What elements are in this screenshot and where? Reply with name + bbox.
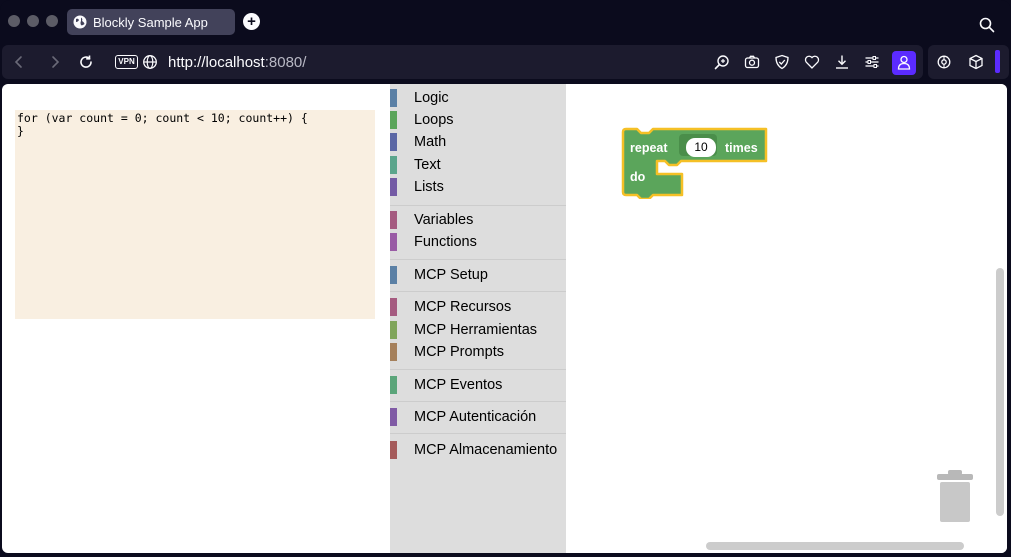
category-color-bar xyxy=(390,298,397,316)
shield-icon[interactable] xyxy=(774,54,790,70)
category-label: Lists xyxy=(414,179,444,195)
category-color-bar xyxy=(390,321,397,339)
vpn-button[interactable]: VPN xyxy=(115,55,138,69)
back-icon[interactable] xyxy=(11,54,27,70)
toolbox-category-mcp-setup[interactable]: MCP Setup xyxy=(390,264,566,286)
category-color-bar xyxy=(390,343,397,361)
toolbox-category-mcp-prompts[interactable]: MCP Prompts xyxy=(390,341,566,363)
toolbox-separator xyxy=(390,291,566,292)
url-host: http://localhost xyxy=(168,54,265,71)
toolbox-separator xyxy=(390,401,566,402)
generated-code: for (var count = 0; count < 10; count++)… xyxy=(17,111,308,138)
zoom-window-button[interactable] xyxy=(46,15,58,27)
category-color-bar xyxy=(390,408,397,426)
category-label: Logic xyxy=(414,90,449,106)
category-label: MCP Almacenamiento xyxy=(414,442,558,458)
blockly-workspace[interactable]: repeat 10 times do xyxy=(566,84,1007,553)
category-color-bar xyxy=(390,441,397,459)
repeat-label: repeat xyxy=(630,141,668,155)
category-color-bar xyxy=(390,211,397,229)
toolbox-category-mcp-eventos[interactable]: MCP Eventos xyxy=(390,374,566,396)
toolbox-separator xyxy=(390,259,566,260)
category-label: Loops xyxy=(414,112,454,128)
trash-icon[interactable] xyxy=(936,470,974,524)
extension-cube-icon[interactable] xyxy=(968,54,984,70)
blockly-toolbox: Logic Loops Math Text Lists Variables xyxy=(390,84,566,553)
toolbox-category-mcp-almacenamiento[interactable]: MCP Almacenamiento xyxy=(390,439,566,461)
toolbox-category-mcp-herramientas[interactable]: MCP Herramientas xyxy=(390,319,566,341)
screenshot-camera-icon[interactable] xyxy=(744,54,760,70)
toolbox-separator xyxy=(390,369,566,370)
reload-icon[interactable] xyxy=(78,54,94,70)
category-label: MCP Recursos xyxy=(414,299,512,315)
do-label: do xyxy=(630,170,646,184)
download-icon[interactable] xyxy=(834,54,850,70)
toolbox-category-mcp-autenticacion[interactable]: MCP Autenticación xyxy=(390,406,566,428)
category-label: MCP Prompts xyxy=(414,344,504,360)
toolbox-category-math[interactable]: Math xyxy=(390,131,566,153)
toolbox-category-variables[interactable]: Variables xyxy=(390,209,566,231)
repeat-count-field[interactable]: 10 xyxy=(686,138,716,157)
toolbox-category-logic[interactable]: Logic xyxy=(390,87,566,109)
search-icon[interactable] xyxy=(979,17,995,33)
category-color-bar xyxy=(390,133,397,151)
zoom-icon[interactable] xyxy=(714,54,730,70)
globe-icon xyxy=(73,15,87,29)
toolbox-category-text[interactable]: Text xyxy=(390,154,566,176)
heart-icon[interactable] xyxy=(804,54,820,70)
toolbox-category-loops[interactable]: Loops xyxy=(390,109,566,131)
toolbox-category-lists[interactable]: Lists xyxy=(390,176,566,198)
toolbox-separator xyxy=(390,433,566,434)
category-label: Text xyxy=(414,157,441,173)
category-color-bar xyxy=(390,233,397,251)
url-field[interactable]: http://localhost:8080/ xyxy=(168,54,306,71)
category-label: MCP Setup xyxy=(414,267,488,283)
tab-strip: Blockly Sample App + xyxy=(0,0,1011,44)
toolbar: VPN http://localhost:8080/ xyxy=(2,45,923,79)
category-color-bar xyxy=(390,376,397,394)
category-color-bar xyxy=(390,156,397,174)
user-icon xyxy=(897,55,911,70)
toolbox-category-mcp-recursos[interactable]: MCP Recursos xyxy=(390,296,566,318)
horizontal-scrollbar[interactable] xyxy=(706,542,964,550)
ai-assistant-icon[interactable] xyxy=(936,54,952,70)
minimize-window-button[interactable] xyxy=(27,15,39,27)
forward-icon[interactable] xyxy=(47,54,63,70)
site-info-globe-icon[interactable] xyxy=(142,54,158,70)
tab-title: Blockly Sample App xyxy=(93,14,208,30)
new-tab-button[interactable]: + xyxy=(243,13,260,30)
tab-blockly-sample-app[interactable]: Blockly Sample App xyxy=(67,9,235,35)
times-label: times xyxy=(725,141,758,155)
generated-code-panel: for (var count = 0; count < 10; count++)… xyxy=(15,110,375,319)
close-window-button[interactable] xyxy=(8,15,20,27)
category-label: Math xyxy=(414,134,447,150)
page-content: for (var count = 0; count < 10; count++)… xyxy=(2,84,1007,553)
category-label: Functions xyxy=(414,234,477,250)
category-label: MCP Autenticación xyxy=(414,409,537,425)
category-label: Variables xyxy=(414,212,474,228)
category-label: MCP Herramientas xyxy=(414,322,538,338)
url-port: :8080/ xyxy=(264,54,307,71)
navigation-bar: VPN http://localhost:8080/ xyxy=(0,44,1011,82)
toolbox-separator xyxy=(390,205,566,206)
extension-indicator xyxy=(995,50,1000,73)
category-label: MCP Eventos xyxy=(414,377,503,393)
category-color-bar xyxy=(390,111,397,129)
vertical-scrollbar[interactable] xyxy=(996,268,1004,516)
account-button[interactable] xyxy=(892,51,916,75)
settings-sliders-icon[interactable] xyxy=(864,54,880,70)
category-color-bar xyxy=(390,178,397,196)
category-color-bar xyxy=(390,266,397,284)
toolbox-category-functions[interactable]: Functions xyxy=(390,231,566,253)
category-color-bar xyxy=(390,89,397,107)
